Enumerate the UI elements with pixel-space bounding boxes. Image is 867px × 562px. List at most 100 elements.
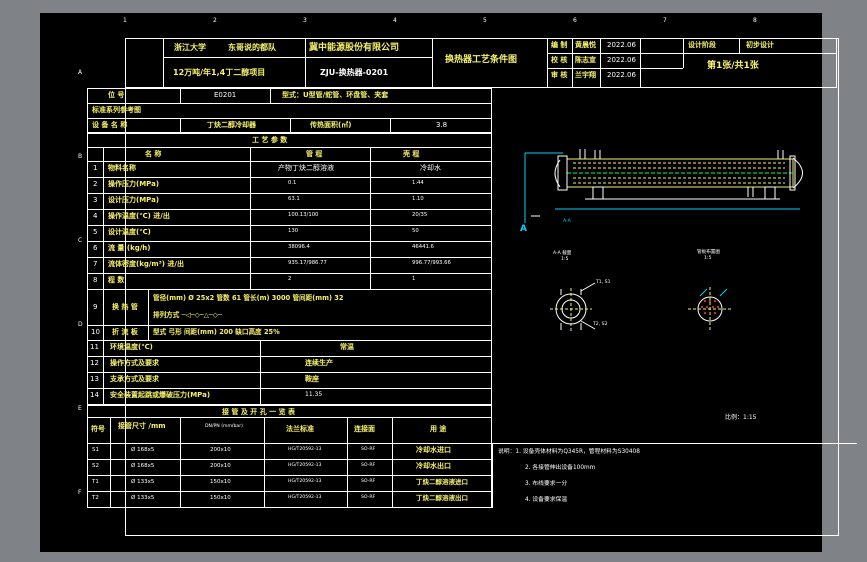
params-title: 工 艺 参 数 [252, 136, 288, 144]
role-2: 校 核 [551, 56, 568, 64]
stage-value: 初步设计 [746, 41, 774, 49]
param-name: 设计压力(MPa) [108, 196, 160, 204]
nozzle-dn: 200x10 [210, 463, 231, 469]
param-no: 5 [93, 228, 98, 236]
param-no: 4 [93, 212, 98, 220]
param-shell: 996.77/993.66 [412, 260, 451, 266]
aa-label: A-A [563, 219, 571, 224]
school-name: 浙江大学 [174, 43, 206, 52]
name-2: 陈志宣 [575, 56, 596, 64]
param-extra-value: 常温 [340, 343, 354, 351]
note-line: 4. 设备要求保温 [525, 497, 568, 503]
t2-s2-label: T2, S2 [593, 322, 608, 327]
nozzle-standard: HG/T20592-13 [288, 479, 322, 484]
params-col-name: 名 称 [145, 150, 162, 158]
nozzle-face: SO-RF [361, 463, 376, 468]
position-label: 位 号 [108, 91, 125, 99]
param-no: 2 [93, 180, 98, 188]
nozzle-dn: 150x10 [210, 479, 231, 485]
param-tube: 产物丁炔二醇溶液 [278, 164, 334, 172]
nozzle-face: SO-RF [361, 447, 376, 452]
param-name: 程 数 [108, 276, 125, 284]
nozzle-size: Ø 133x5 [131, 479, 155, 485]
nozzle-size: Ø 168x5 [131, 463, 155, 469]
param-tube: 63.1 [288, 196, 300, 202]
area-label: 传热面积(㎡) [310, 121, 352, 129]
zone-number: 7 [663, 17, 667, 24]
nozzle-symbol: S2 [92, 463, 99, 469]
nozzle-standard: HG/T20592-13 [288, 463, 322, 468]
nozzle-use: 冷却水出口 [416, 462, 451, 470]
role-3: 审 核 [551, 71, 568, 79]
param-extra-no: 13 [90, 375, 99, 383]
param-name: 操作温度(℃) 进/出 [108, 212, 170, 220]
standard-text: 标准系列参考图 [92, 106, 141, 114]
param-tube: 130 [288, 228, 299, 234]
view-a-label: A [520, 224, 527, 234]
company-name: 冀中能源股份有限公司 [309, 43, 400, 53]
row9-line2: 排列方式 ─◁─◇─△─◇─ [153, 311, 222, 319]
param-extra-no: 12 [90, 359, 99, 367]
row10-no: 10 [91, 328, 100, 336]
zone-letter: C [78, 237, 83, 244]
zone-letter: A [78, 69, 83, 76]
param-extra-value: 鞍座 [305, 375, 319, 383]
param-tube: 100.13/100 [288, 212, 319, 218]
param-tube: 38096.4 [288, 244, 310, 250]
nozzle-face: SO-RF [361, 495, 376, 500]
zone-number: 2 [213, 17, 217, 24]
position-value: E0201 [214, 91, 237, 99]
team-name: 东哥说的都队 [228, 43, 276, 52]
drawing-ratio: 比例：1:15 [725, 414, 757, 421]
nozzle-col-use: 用 途 [430, 425, 447, 433]
section-left-title: A-A 截面 [553, 251, 572, 256]
param-extra-name: 支承方式及要求 [110, 375, 159, 383]
param-no: 3 [93, 196, 98, 204]
param-extra-name: 环境温度(℃) [110, 343, 153, 351]
name-1: 黄晨悦 [575, 41, 596, 49]
zone-letter: D [78, 321, 83, 328]
zone-number: 6 [573, 17, 577, 24]
param-tube: 0.1 [288, 180, 297, 186]
row9-label: 换 热 管 [112, 303, 138, 311]
stage-label: 设计阶段 [688, 41, 716, 49]
nozzle-use: 冷却水进口 [416, 446, 451, 454]
t1-s1-label: T1, S1 [596, 280, 611, 285]
row9-no: 9 [93, 303, 98, 311]
drawing-name: 换热器工艺条件图 [445, 55, 518, 65]
row9-line1: 管径(mm) Ø 25x2 管数 61 管长(m) 3000 管间距(mm) 3… [153, 294, 344, 302]
param-no: 6 [93, 244, 98, 252]
param-extra-no: 14 [90, 391, 99, 399]
section-right-title: 管板布置图 [697, 250, 720, 255]
nozzle-title: 接 管 及 开 孔 一 览 表 [222, 408, 296, 416]
role-1: 编 制 [551, 41, 568, 49]
exchanger-drawing [524, 149, 803, 331]
param-extra-name: 安全装置起跳或爆破压力(MPa) [110, 391, 211, 399]
param-extra-value: 11.35 [305, 391, 323, 398]
date-2: 2022.06 [607, 56, 636, 64]
section-right [688, 287, 732, 331]
param-no: 7 [93, 260, 98, 268]
row10-text: 型式 弓形 间距(mm) 200 缺口高度 25% [153, 328, 280, 336]
date-3: 2022.06 [607, 71, 636, 79]
zone-letter: F [78, 489, 82, 496]
header-box [87, 88, 492, 133]
title-block [125, 38, 837, 88]
nozzle-symbol: T1 [92, 479, 99, 485]
section-left-scale: 1:5 [561, 257, 569, 262]
param-shell: 20/35 [412, 212, 428, 218]
project-name: 12万吨/年1,4丁二醇项目 [173, 68, 266, 77]
note-line: 说明：1. 设备壳体材料为Q345R，管程材料为S30408 [498, 449, 640, 455]
param-shell: 1.44 [412, 180, 424, 186]
name-3: 兰宇翔 [575, 71, 596, 79]
exchanger-elevation [524, 149, 803, 223]
area-value: 3.8 [436, 121, 448, 129]
zone-letter: E [78, 405, 82, 412]
note-line: 3. 布线要求一分 [525, 481, 568, 487]
zone-number: 1 [123, 17, 127, 24]
param-shell: 冷却水 [420, 164, 441, 172]
param-no: 8 [93, 276, 98, 284]
date-1: 2022.06 [607, 41, 636, 49]
zone-letter: B [78, 153, 83, 160]
param-tube: 2 [288, 276, 292, 282]
